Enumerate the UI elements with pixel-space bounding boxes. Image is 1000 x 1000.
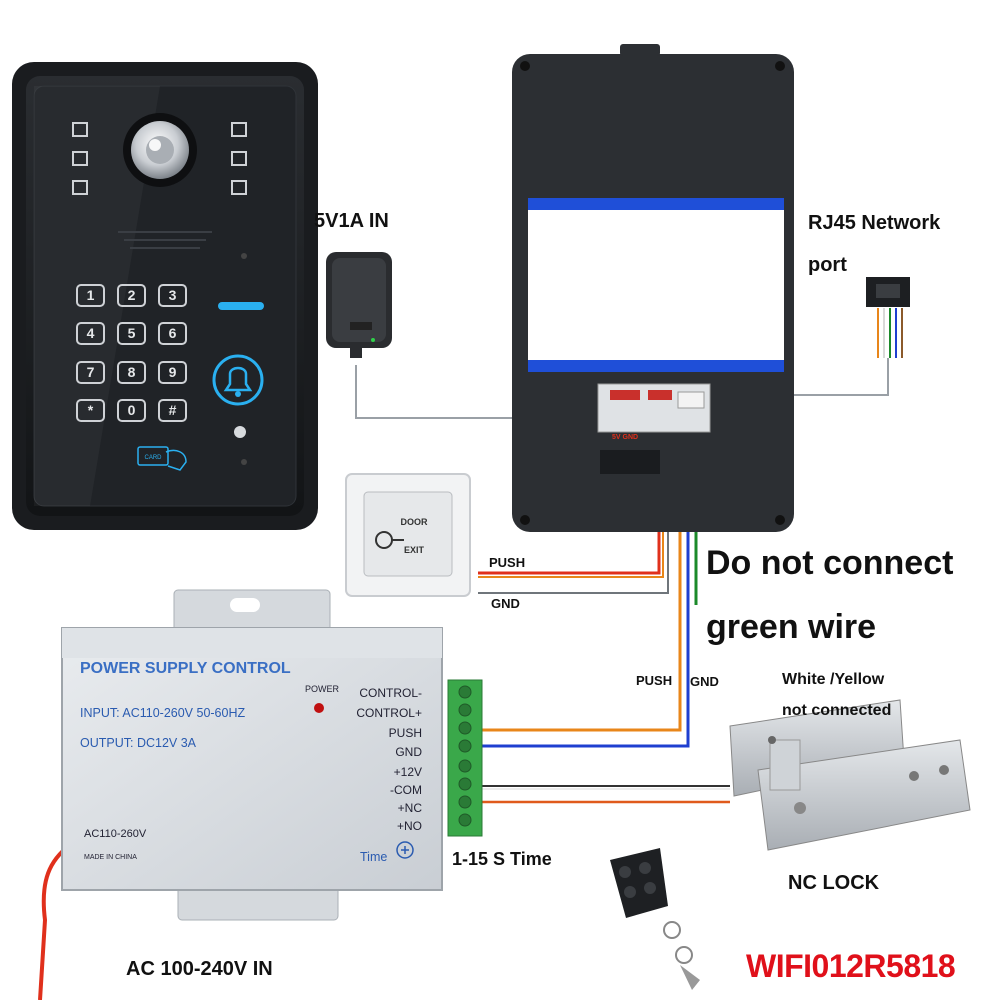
light-sensor [234, 426, 246, 438]
key-icon [375, 531, 404, 549]
psu-gnd-wire [478, 432, 690, 748]
terminal-push: PUSH [388, 726, 422, 740]
key-4[interactable]: 4 [76, 322, 105, 345]
terminal-gnd: GND [395, 745, 422, 759]
terminal-block [447, 679, 483, 837]
key-1[interactable]: 1 [76, 284, 105, 307]
model-number: WIFI012R5818 [746, 948, 956, 984]
card-icon: CARD [137, 446, 187, 471]
psu-ac-label: AC110-260V [84, 828, 147, 840]
key-7[interactable]: 7 [76, 361, 105, 384]
adapter-label: 5V1A IN [314, 210, 389, 232]
nc-lock-label: NC LOCK [788, 872, 880, 894]
key-2[interactable]: 2 [117, 284, 146, 307]
white-yellow-line2: not connected [782, 702, 892, 719]
key-hash[interactable]: # [158, 399, 187, 422]
doorbell-unit: CARD [12, 62, 318, 530]
port-label: 5V GND [612, 434, 638, 441]
ac-in-label: AC 100-240V IN [126, 958, 273, 980]
psu-gnd-label: GND [690, 674, 719, 689]
speaker-grille [118, 231, 212, 249]
rj45-icon [866, 277, 910, 358]
psu-push-label: PUSH [636, 673, 673, 688]
exit-button: DOOR EXIT [345, 473, 471, 597]
key-star[interactable]: * [76, 399, 105, 422]
warning-line1: Do not connect [706, 544, 954, 582]
terminal-12v: +12V [393, 765, 422, 779]
bell-icon [212, 354, 264, 406]
exit-text-exit: EXIT [404, 545, 425, 555]
terminal-no: +NO [396, 819, 422, 833]
power-led [314, 703, 324, 713]
screen-area [528, 198, 784, 372]
terminal-com: -COM [390, 783, 422, 797]
key-0[interactable]: 0 [117, 399, 146, 422]
exit-gnd-label: GND [491, 596, 520, 611]
psu-title: POWER SUPPLY CONTROL [80, 660, 291, 677]
ir-leds [72, 122, 247, 195]
time-dial-icon [396, 841, 414, 859]
rj45-label-line1: RJ45 Network [808, 212, 941, 234]
monitor-unit: 5V GND [512, 44, 794, 532]
key-5[interactable]: 5 [117, 322, 146, 345]
psu-input: INPUT: AC110-260V 50-60HZ [80, 706, 246, 720]
key-8[interactable]: 8 [117, 361, 146, 384]
card-text: CARD [144, 455, 162, 461]
time-range-label: 1-15 S Time [452, 849, 552, 869]
camera-icon [123, 113, 197, 187]
exit-push-label: PUSH [489, 555, 526, 570]
lock-icon [729, 699, 971, 851]
remote-fob-icon [610, 848, 700, 990]
psu-output: OUTPUT: DC12V 3A [80, 736, 197, 750]
white-yellow-line1: White /Yellow [782, 671, 885, 688]
key-6[interactable]: 6 [158, 322, 187, 345]
power-supply [61, 589, 483, 921]
psu-made-in: MADE IN CHINA [84, 854, 137, 861]
terminal-nc: +NC [397, 801, 422, 815]
mic-hole [241, 253, 247, 259]
key-9[interactable]: 9 [158, 361, 187, 384]
status-led-bar [218, 302, 264, 310]
psu-time-label: Time [360, 850, 388, 864]
warning-line2: green wire [706, 608, 877, 646]
key-3[interactable]: 3 [158, 284, 187, 307]
exit-text-door: DOOR [401, 517, 429, 527]
psu-power-label: POWER [305, 684, 340, 694]
rj45-label-line2: port [808, 254, 847, 276]
adapter-icon [326, 252, 392, 358]
terminal-control-plus: CONTROL+ [356, 706, 422, 720]
terminal-control-minus: CONTROL- [359, 686, 422, 700]
